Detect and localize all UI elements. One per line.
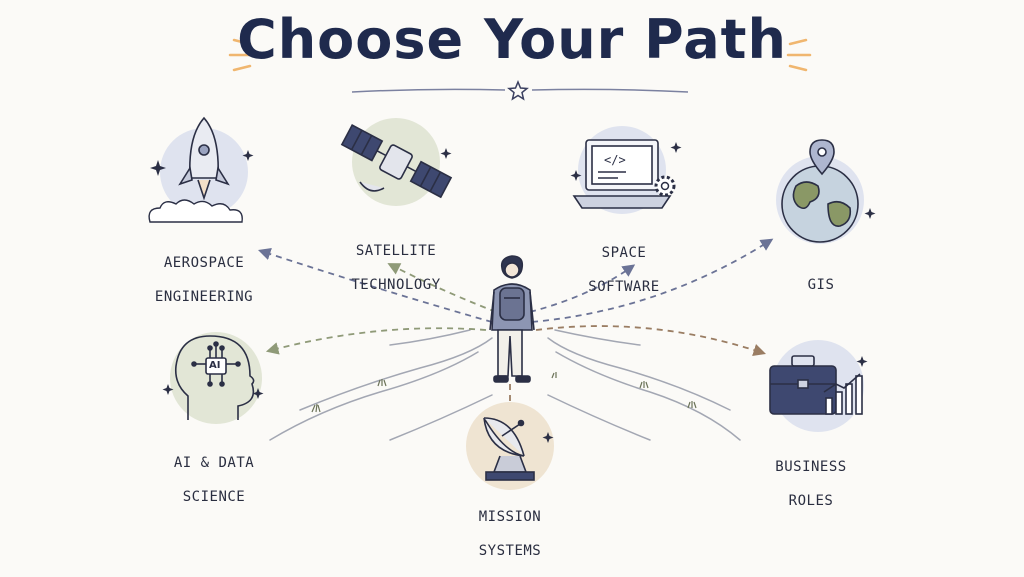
sparkle-icon xyxy=(670,142,682,153)
path-gis[interactable] xyxy=(776,139,876,244)
laptop-code-icon: </> xyxy=(572,139,672,209)
page-title: Choose Your Path xyxy=(237,8,787,71)
road-lines xyxy=(269,329,741,441)
student-figure-icon xyxy=(489,255,535,383)
arrow-to-business xyxy=(535,325,766,357)
sparkle-icon xyxy=(150,160,166,176)
cloud-icon xyxy=(148,199,243,223)
arrow-to-software xyxy=(529,264,636,313)
briefcase-chart-icon xyxy=(769,355,863,415)
sparkle-icon xyxy=(542,432,554,443)
sparkle-icon xyxy=(864,208,876,219)
grass-tufts xyxy=(311,372,697,413)
satellite-icon xyxy=(340,124,453,199)
arrow-to-ai xyxy=(265,327,487,355)
ai-chip-label: AI xyxy=(209,360,221,371)
sparkle-icon xyxy=(856,356,868,367)
gear-icon xyxy=(654,175,676,197)
svg-text:</>: </> xyxy=(604,153,626,167)
path-software[interactable]: </> xyxy=(570,126,682,214)
title-underline xyxy=(351,88,689,93)
path-aerospace[interactable] xyxy=(148,116,254,223)
label-software: SPACE SOFTWARE xyxy=(588,245,660,295)
path-satellite[interactable] xyxy=(340,118,453,206)
sparkle-icon xyxy=(242,150,254,161)
rocket-icon xyxy=(178,116,230,201)
ai-head-icon xyxy=(174,335,255,420)
label-satellite: SATELLITE TECHNOLOGY xyxy=(351,243,441,293)
title-star-icon xyxy=(507,80,529,101)
label-aerospace: AEROSPACE ENGINEERING xyxy=(154,255,254,305)
title-sparkle-left-icon xyxy=(228,38,254,72)
sparkle-icon xyxy=(162,384,174,395)
sparkle-icon xyxy=(252,388,264,399)
title-sparkle-right-icon xyxy=(786,38,812,72)
sparkle-icon xyxy=(570,170,582,181)
path-business[interactable] xyxy=(769,340,868,432)
globe-pin-icon xyxy=(781,139,859,243)
label-mission: MISSION SYSTEMS xyxy=(478,509,542,559)
arrow-to-gis xyxy=(531,238,774,323)
path-mission[interactable] xyxy=(466,402,554,490)
label-gis: GIS xyxy=(807,277,835,293)
label-business: BUSINESS ROLES xyxy=(775,459,847,509)
satellite-dish-icon xyxy=(483,417,535,481)
arrow-to-satellite xyxy=(387,263,497,313)
sparkle-icon xyxy=(440,148,452,159)
label-ai: AI & DATA SCIENCE xyxy=(173,455,255,505)
path-ai[interactable] xyxy=(162,332,264,424)
path-diagram: </> xyxy=(148,38,876,490)
